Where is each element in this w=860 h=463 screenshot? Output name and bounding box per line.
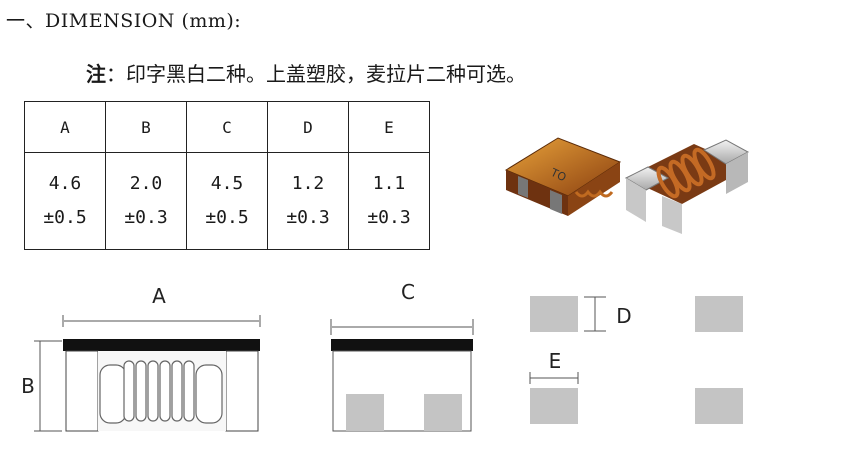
- cell-e: 1.1 ±0.3: [348, 152, 430, 250]
- side-view-drawing: A B: [21, 284, 261, 432]
- value-a: 4.6: [48, 173, 82, 194]
- note-line: 注：印字黑白二种。上盖塑胶，麦拉片二种可选。: [86, 58, 526, 87]
- header-a: A: [24, 101, 106, 153]
- header-c: C: [186, 101, 268, 153]
- cell-b: 2.0 ±0.3: [105, 152, 187, 250]
- note-label: 注: [86, 62, 106, 86]
- dimension-table: A B C D E 4.6 ±0.5 2.0 ±0.3 4.5 ±0.5 1.2 ±0.…: [24, 101, 430, 250]
- header-e: E: [348, 101, 430, 153]
- label-c: C: [401, 280, 415, 304]
- label-d: D: [616, 304, 631, 328]
- side-coil-icon: [99, 360, 223, 424]
- value-e: 1.1: [372, 173, 406, 194]
- cell-a: 4.6 ±0.5: [24, 152, 106, 250]
- note-text: ：印字黑白二种。上盖塑胶，麦拉片二种可选。: [106, 62, 526, 86]
- coil-windings-icon: [656, 147, 716, 199]
- cell-c: 4.5 ±0.5: [186, 152, 268, 250]
- tolerance-a: ±0.5: [43, 207, 87, 228]
- value-d: 1.2: [291, 173, 325, 194]
- tolerance-b: ±0.3: [124, 207, 168, 228]
- value-c: 4.5: [210, 173, 244, 194]
- header-b: B: [105, 101, 187, 153]
- component-top-view: TO: [504, 137, 622, 216]
- label-a: A: [152, 284, 166, 308]
- component-coil-view: [624, 139, 750, 234]
- label-e: E: [549, 349, 562, 373]
- cell-d: 1.2 ±0.3: [267, 152, 349, 250]
- tolerance-c: ±0.5: [205, 207, 249, 228]
- label-b: B: [21, 374, 35, 398]
- tolerance-e: ±0.3: [367, 207, 411, 228]
- end-view-drawing: C: [330, 280, 474, 432]
- pad-layout-drawing: D E: [529, 296, 743, 424]
- tolerance-d: ±0.3: [286, 207, 330, 228]
- product-photo: TO: [504, 137, 750, 234]
- table-header-row: A B C D E: [24, 101, 430, 153]
- photo-marking: TO: [548, 166, 569, 185]
- table-value-row: 4.6 ±0.5 2.0 ±0.3 4.5 ±0.5 1.2 ±0.3 1.1 ±0.3: [24, 152, 430, 250]
- value-b: 2.0: [129, 173, 163, 194]
- header-d: D: [267, 101, 349, 153]
- section-heading: 一、DIMENSION (mm):: [6, 10, 242, 32]
- dimension-drawings: A B C: [21, 280, 743, 432]
